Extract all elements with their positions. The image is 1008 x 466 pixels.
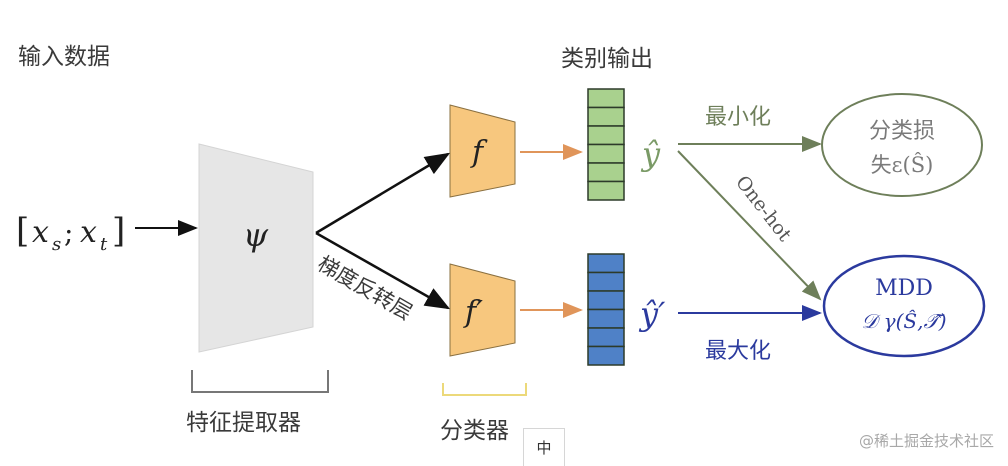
green-output-cell (587, 143, 625, 164)
feature-extractor-block (198, 143, 314, 353)
class-output-title: 类别输出 (561, 46, 653, 72)
input-subscript-s: s (52, 234, 61, 255)
feature-extractor-bracket (191, 370, 329, 393)
classifier-f-prime-block (449, 263, 516, 357)
feature-extractor-label: 特征提取器 (186, 410, 301, 436)
one-hot-arrow (677, 150, 822, 301)
classifier-f-block (449, 104, 516, 198)
blue-output-cell (587, 290, 625, 311)
mdd-ellipse (822, 254, 986, 358)
input-x-source: x (32, 215, 49, 250)
blue-output-cell (587, 308, 625, 329)
green-output-cell (587, 162, 625, 183)
mdd-label-line1: MDD (875, 276, 933, 301)
arrow-to-f-prime (315, 231, 451, 310)
green-output-cell (587, 125, 625, 146)
blue-output-cell (587, 345, 625, 366)
input-x-target: x (80, 215, 97, 250)
green-output-cell (587, 88, 625, 109)
classifier-f-prime-symbol: f′ (463, 295, 483, 330)
loss-label-line2: 失ε(Ŝ) (871, 152, 934, 177)
classifier-bracket (442, 383, 527, 396)
watermark: @稀土掘金技术社区 (858, 432, 994, 450)
blue-output-cell (587, 253, 625, 274)
y-hat-label: ŷ (640, 135, 661, 173)
blue-output-vector (587, 253, 625, 366)
minimize-label: 最小化 (705, 105, 771, 130)
semicolon: ; (64, 216, 73, 249)
classification-loss-ellipse (821, 93, 983, 197)
bracket-close: ] (112, 211, 125, 251)
arrow-to-f (315, 152, 451, 235)
one-hot-label: One-hot (731, 172, 796, 246)
mdd-label-line2: 𝒟 γ(Ŝ,𝒯̂) (861, 308, 946, 333)
loss-label-line1: 分类损 (869, 119, 935, 144)
input-subscript-t: t (100, 234, 108, 255)
blue-output-cell (587, 271, 625, 292)
classifier-label: 分类器 (440, 418, 509, 444)
y-hat-prime-label: ŷ′ (638, 295, 666, 333)
green-output-vector (587, 88, 625, 201)
input-data-title: 输入数据 (18, 44, 110, 70)
ime-indicator[interactable]: 中 (523, 428, 565, 466)
blue-output-cell (587, 327, 625, 348)
green-output-cell (587, 180, 625, 201)
gradient-reversal-label: 梯度反转层 (314, 252, 417, 325)
bracket-open: [ (16, 211, 29, 251)
psi-symbol: ψ (243, 216, 269, 254)
maximize-label: 最大化 (705, 339, 771, 364)
green-output-cell (587, 106, 625, 127)
input-vector: [ x s ; x t ] (16, 211, 125, 255)
